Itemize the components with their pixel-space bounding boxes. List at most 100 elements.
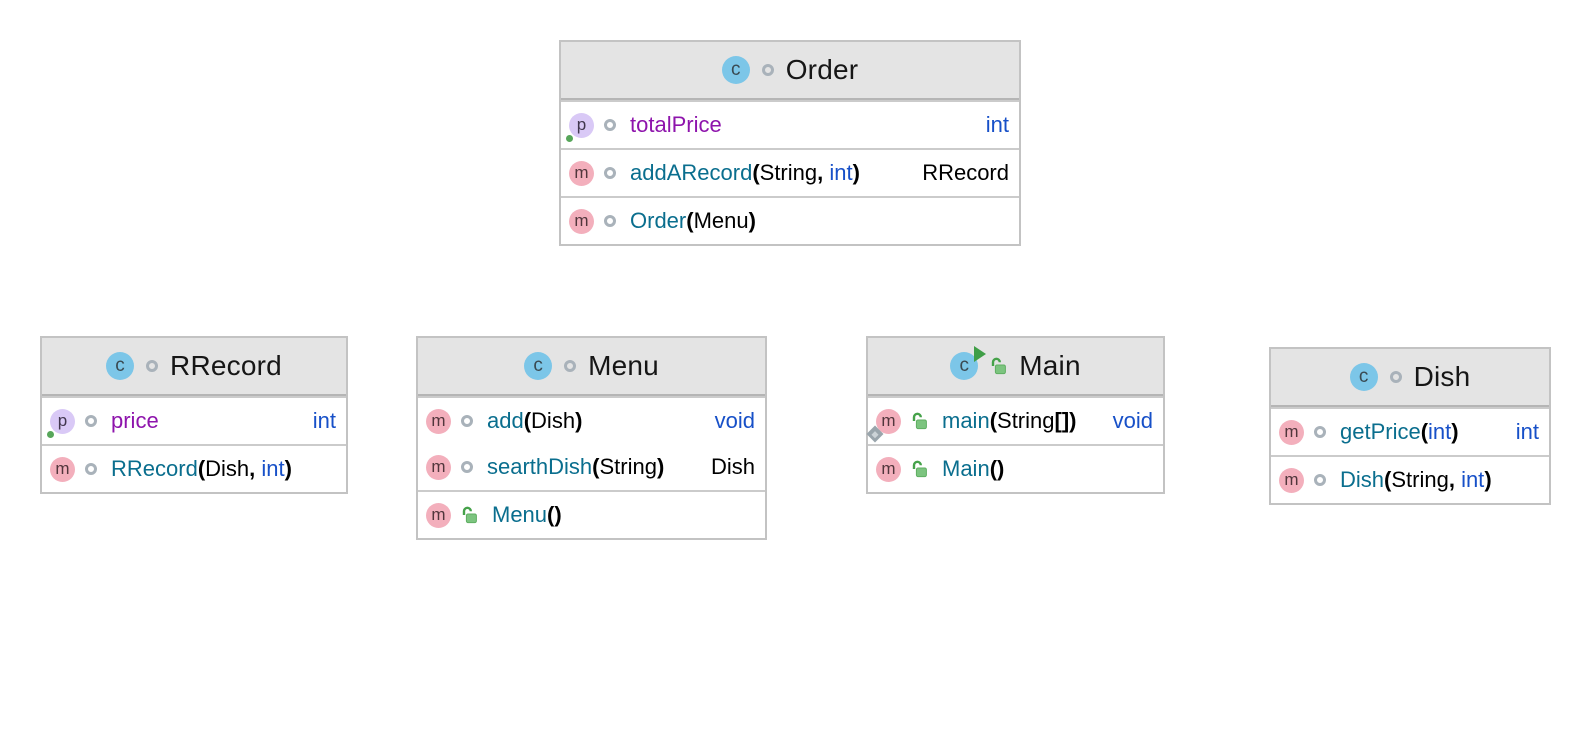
run-arrow-icon: [974, 346, 987, 362]
member-signature: getPrice(int): [1340, 419, 1459, 445]
class-header[interactable]: c Menu: [418, 338, 765, 396]
signature-segment: (: [197, 456, 206, 481]
signature-segment: Menu: [693, 208, 749, 233]
signature-segment: String: [759, 160, 818, 185]
signature-segment: String: [599, 454, 657, 479]
signature-segment: addARecord: [630, 160, 753, 185]
member-return-type: int: [1504, 419, 1539, 445]
signature-segment: ,: [1448, 467, 1462, 492]
signature-segment: (): [989, 456, 1005, 481]
signature-segment: ): [575, 408, 583, 433]
field-icon: p: [47, 408, 75, 438]
public-icon: [911, 412, 928, 430]
member-icon-letter: m: [431, 457, 446, 476]
method-icon: m: [426, 454, 451, 480]
package-private-icon: [761, 64, 774, 76]
signature-segment: ): [852, 160, 860, 185]
class-name: Menu: [588, 350, 659, 381]
signature-segment: ): [656, 454, 665, 479]
signature-segment: int: [261, 456, 285, 481]
public-icon: [461, 506, 478, 524]
return-type-segment: RRecord: [922, 160, 1009, 185]
class-name: Main: [1019, 350, 1081, 381]
return-type-segment: Dish: [710, 454, 755, 479]
member-signature: RRecord(Dish, int): [111, 456, 292, 482]
signature-segment: (: [523, 408, 532, 433]
member-signature: Menu(): [492, 502, 562, 528]
member-icon-letter: m: [1284, 470, 1299, 489]
signature-segment: Dish: [1340, 467, 1385, 492]
class-icon: c: [1349, 363, 1378, 391]
member-icon-letter: m: [574, 163, 589, 182]
class-icon: c: [106, 352, 135, 380]
member-row-searthdish[interactable]: m searthDish(String) Dish: [418, 444, 765, 490]
package-private-icon: [146, 360, 159, 372]
class-icon: c: [950, 346, 987, 380]
signature-segment: String: [1391, 467, 1449, 492]
signature-segment: int: [1428, 419, 1452, 444]
member-return-type: int: [974, 112, 1009, 138]
package-private-icon: [604, 119, 616, 131]
method-icon: m: [866, 408, 901, 442]
class-icon-letter: c: [115, 355, 125, 376]
signature-segment: ): [1451, 419, 1459, 444]
signature-segment: ,: [249, 456, 262, 481]
field-dot-icon: [47, 430, 54, 438]
member-signature: searthDish(String): [487, 454, 664, 480]
signature-segment: (: [989, 408, 998, 433]
signature-segment: ,: [817, 160, 830, 185]
signature-segment: Main: [942, 456, 990, 481]
package-private-icon: [461, 461, 473, 473]
member-signature: main(String[]): [942, 408, 1076, 434]
member-row-menu[interactable]: m Menu(): [418, 492, 765, 538]
member-row-dish[interactable]: m Dish(String, int): [1271, 457, 1549, 503]
signature-segment: int: [1461, 467, 1485, 492]
signature-segment: (: [752, 160, 760, 185]
class-header[interactable]: c Main: [868, 338, 1163, 396]
method-icon: m: [1279, 467, 1304, 493]
member-icon-letter: m: [55, 459, 70, 478]
package-private-icon: [85, 415, 97, 427]
signature-segment: searthDish: [487, 454, 593, 479]
member-icon-letter: m: [431, 505, 446, 524]
signature-segment: RRecord: [111, 456, 198, 481]
signature-segment: ): [1484, 467, 1492, 492]
member-signature: Order(Menu): [630, 208, 756, 234]
method-icon: m: [426, 408, 451, 434]
signature-segment: (): [547, 502, 562, 527]
signature-segment: (: [686, 208, 694, 233]
signature-segment: (: [1384, 467, 1392, 492]
class-icon-letter: c: [1358, 366, 1369, 387]
member-return-type: void: [703, 408, 755, 434]
member-section: m RRecord(Dish, int): [42, 444, 346, 492]
signature-segment: getPrice: [1340, 419, 1421, 444]
class-icon-letter: c: [533, 355, 543, 376]
member-row-rrecord[interactable]: m RRecord(Dish, int): [42, 446, 346, 492]
member-return-type: Dish: [699, 454, 755, 480]
signature-segment: int: [829, 160, 853, 185]
member-section: m addARecord(String, int) RRecord: [561, 148, 1019, 196]
signature-segment: Dish: [205, 456, 250, 481]
member-row-addarecord[interactable]: m addARecord(String, int) RRecord: [561, 150, 1019, 196]
signature-segment: Order: [630, 208, 687, 233]
